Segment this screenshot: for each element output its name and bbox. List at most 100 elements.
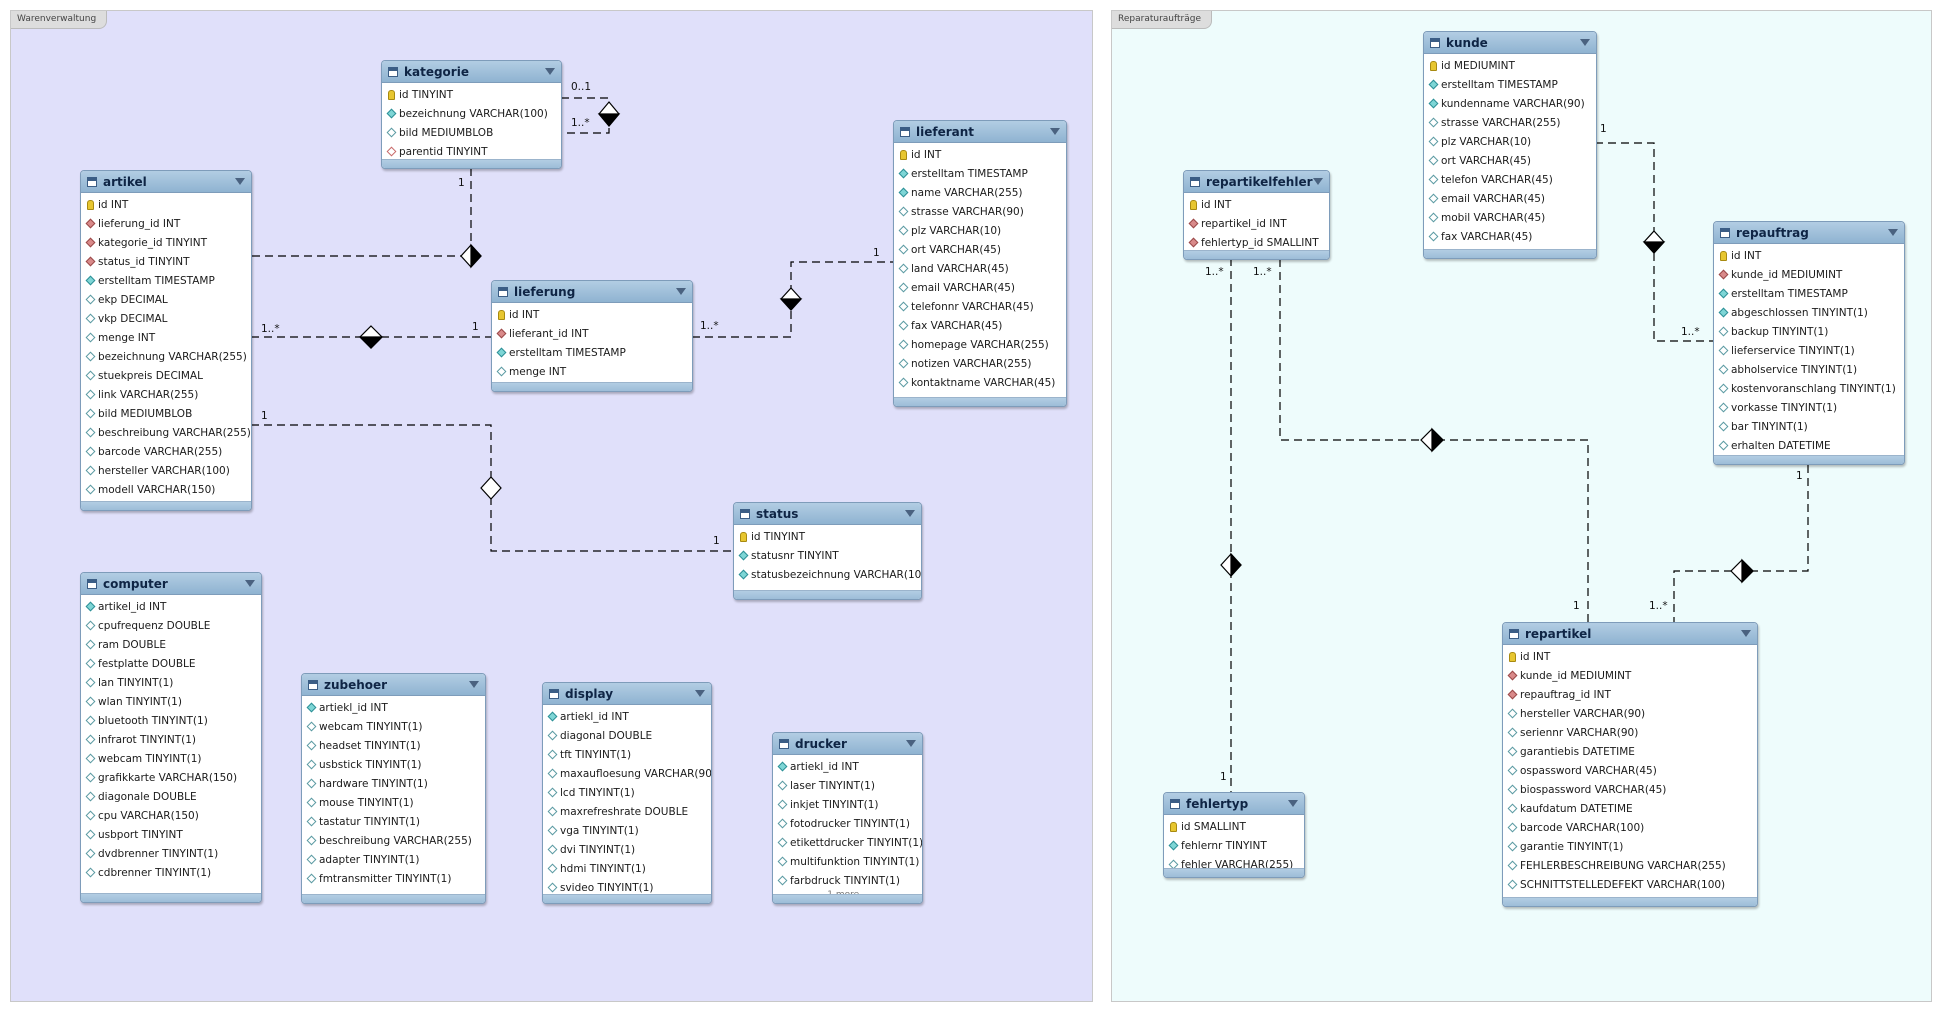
table-header[interactable]: drucker (773, 733, 922, 755)
column-row[interactable]: tastatur TINYINT(1) (302, 812, 485, 831)
column-row[interactable]: kundenname VARCHAR(90) (1424, 94, 1596, 113)
column-row[interactable]: bluetooth TINYINT(1) (81, 711, 261, 730)
column-row[interactable]: grafikkarte VARCHAR(150) (81, 768, 261, 787)
column-row[interactable]: beschreibung VARCHAR(255) (302, 831, 485, 850)
collapse-arrow-icon[interactable] (1288, 800, 1298, 807)
column-row[interactable]: homepage VARCHAR(255) (894, 335, 1066, 354)
column-row[interactable]: dvdbrenner TINYINT(1) (81, 844, 261, 863)
column-row[interactable]: vkp DECIMAL (81, 309, 251, 328)
table-header[interactable]: lieferung (492, 281, 692, 303)
column-row[interactable]: menge INT (492, 362, 692, 381)
collapse-arrow-icon[interactable] (245, 580, 255, 587)
column-row[interactable]: strasse VARCHAR(90) (894, 202, 1066, 221)
column-row[interactable]: kontaktname VARCHAR(45) (894, 373, 1066, 392)
column-row[interactable]: kategorie_id TINYINT (81, 233, 251, 252)
table-header[interactable]: repartikel (1503, 623, 1757, 645)
column-row[interactable]: artiekl_id INT (773, 757, 922, 776)
column-row[interactable]: telefon VARCHAR(45) (1424, 170, 1596, 189)
column-row[interactable]: fehlertyp_id SMALLINT (1184, 233, 1329, 252)
column-row[interactable]: repartikel_id INT (1184, 214, 1329, 233)
column-row[interactable]: multifunktion TINYINT(1) (773, 852, 922, 871)
column-row[interactable]: erhalten DATETIME (1714, 436, 1904, 455)
column-row[interactable]: fmtransmitter TINYINT(1) (302, 869, 485, 888)
column-row[interactable]: strasse VARCHAR(255) (1424, 113, 1596, 132)
column-row[interactable]: fehlernr TINYINT (1164, 836, 1304, 855)
table-header[interactable]: lieferant (894, 121, 1066, 143)
column-row[interactable]: SCHNITTSTELLEDEFEKT VARCHAR(100) (1503, 875, 1757, 894)
column-row[interactable]: adapter TINYINT(1) (302, 850, 485, 869)
column-row[interactable]: fehler VARCHAR(255) (1164, 855, 1304, 874)
column-row[interactable]: id TINYINT (734, 527, 921, 546)
collapse-arrow-icon[interactable] (695, 690, 705, 697)
column-row[interactable]: status_id TINYINT (81, 252, 251, 271)
column-row[interactable]: etikettdrucker TINYINT(1) (773, 833, 922, 852)
column-row[interactable]: cdbrenner TINYINT(1) (81, 863, 261, 882)
collapse-arrow-icon[interactable] (1888, 229, 1898, 236)
column-row[interactable]: farbdruck TINYINT(1) (773, 871, 922, 890)
column-row[interactable]: garantie TINYINT(1) (1503, 837, 1757, 856)
table-header[interactable]: status (734, 503, 921, 525)
collapse-arrow-icon[interactable] (545, 68, 555, 75)
column-row[interactable]: kunde_id MEDIUMINT (1714, 265, 1904, 284)
column-row[interactable]: bezeichnung VARCHAR(100) (382, 104, 561, 123)
column-row[interactable]: statusnr TINYINT (734, 546, 921, 565)
column-row[interactable]: notizen VARCHAR(255) (894, 354, 1066, 373)
column-row[interactable]: artiekl_id INT (543, 707, 711, 726)
column-row[interactable]: bar TINYINT(1) (1714, 417, 1904, 436)
column-row[interactable]: erstelltam TIMESTAMP (81, 271, 251, 290)
column-row[interactable]: id INT (894, 145, 1066, 164)
column-row[interactable]: mouse TINYINT(1) (302, 793, 485, 812)
column-row[interactable]: id INT (81, 195, 251, 214)
column-row[interactable]: webcam TINYINT(1) (302, 717, 485, 736)
table-header[interactable]: computer (81, 573, 261, 595)
column-row[interactable]: kostenvoranschlang TINYINT(1) (1714, 379, 1904, 398)
column-row[interactable]: beschreibung VARCHAR(255) (81, 423, 251, 442)
collapse-arrow-icon[interactable] (1741, 630, 1751, 637)
column-row[interactable]: festplatte DOUBLE (81, 654, 261, 673)
column-row[interactable]: id INT (1184, 195, 1329, 214)
collapse-arrow-icon[interactable] (235, 178, 245, 185)
column-row[interactable]: infrarot TINYINT(1) (81, 730, 261, 749)
collapse-arrow-icon[interactable] (469, 681, 479, 688)
column-row[interactable]: plz VARCHAR(10) (1424, 132, 1596, 151)
column-row[interactable]: ort VARCHAR(45) (894, 240, 1066, 259)
column-row[interactable]: erstelltam TIMESTAMP (1714, 284, 1904, 303)
collapse-arrow-icon[interactable] (1313, 178, 1323, 185)
column-row[interactable]: svideo TINYINT(1) (543, 878, 711, 897)
column-row[interactable]: fax VARCHAR(45) (894, 316, 1066, 335)
column-row[interactable]: ort VARCHAR(45) (1424, 151, 1596, 170)
table-header[interactable]: fehlertyp (1164, 793, 1304, 815)
column-row[interactable]: bild MEDIUMBLOB (382, 123, 561, 142)
column-row[interactable]: dvi TINYINT(1) (543, 840, 711, 859)
table-header[interactable]: display (543, 683, 711, 705)
column-row[interactable]: biospassword VARCHAR(45) (1503, 780, 1757, 799)
column-row[interactable]: repauftrag_id INT (1503, 685, 1757, 704)
column-row[interactable]: kunde_id MEDIUMINT (1503, 666, 1757, 685)
column-row[interactable]: fax VARCHAR(45) (1424, 227, 1596, 246)
column-row[interactable]: vorkasse TINYINT(1) (1714, 398, 1904, 417)
column-row[interactable]: parentid TINYINT (382, 142, 561, 161)
collapse-arrow-icon[interactable] (1580, 39, 1590, 46)
column-row[interactable]: bezeichnung VARCHAR(255) (81, 347, 251, 366)
column-row[interactable]: lan TINYINT(1) (81, 673, 261, 692)
column-row[interactable]: erstelltam TIMESTAMP (894, 164, 1066, 183)
column-row[interactable]: email VARCHAR(45) (894, 278, 1066, 297)
column-row[interactable]: ospassword VARCHAR(45) (1503, 761, 1757, 780)
table-header[interactable]: repauftrag (1714, 222, 1904, 244)
column-row[interactable]: usbstick TINYINT(1) (302, 755, 485, 774)
column-row[interactable]: lieferservice TINYINT(1) (1714, 341, 1904, 360)
column-row[interactable]: cpu VARCHAR(150) (81, 806, 261, 825)
column-row[interactable]: maxaufloesung VARCHAR(90) (543, 764, 711, 783)
table-header[interactable]: zubehoer (302, 674, 485, 696)
collapse-arrow-icon[interactable] (1050, 128, 1060, 135)
